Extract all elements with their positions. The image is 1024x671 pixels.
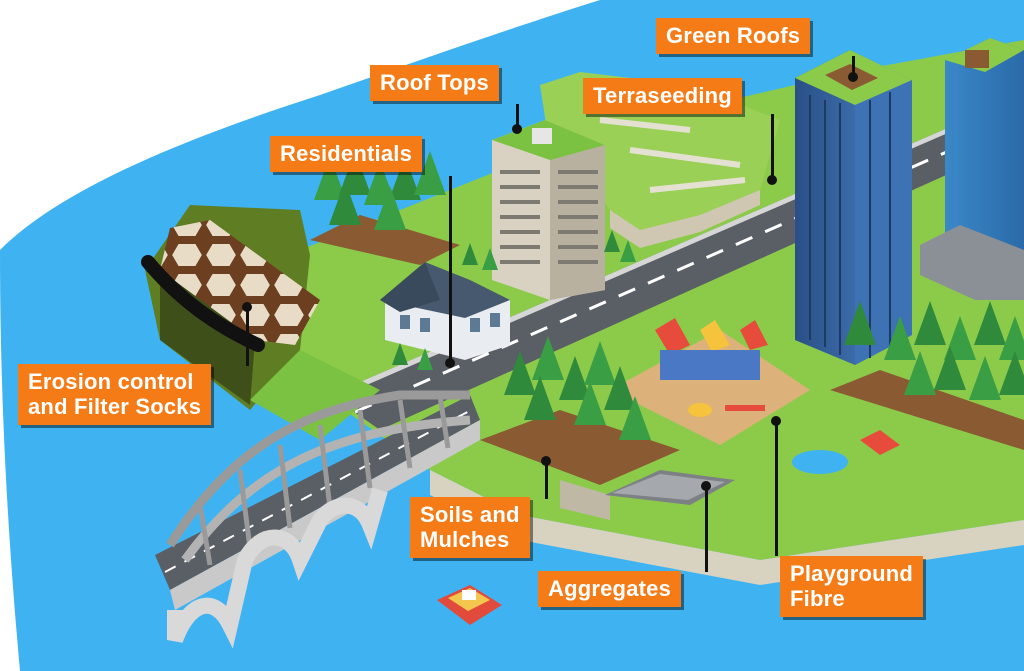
tree	[574, 381, 606, 425]
dot-roof-tops	[512, 124, 522, 134]
tree	[482, 248, 498, 270]
leader-playground-fibre	[775, 420, 778, 556]
leader-soils-mulches	[545, 461, 548, 499]
tree	[532, 336, 564, 380]
tree	[559, 356, 591, 400]
label-terraseeding: Terraseeding	[583, 78, 742, 114]
label-soils-mulches: Soils and Mulches	[410, 497, 530, 558]
tree	[389, 156, 421, 200]
label-roof-tops: Roof Tops	[370, 65, 499, 101]
leader-green-roofs	[852, 56, 855, 78]
trees	[314, 151, 1024, 440]
label-aggregates: Aggregates	[538, 571, 682, 607]
residential-house	[380, 262, 510, 360]
tree	[604, 366, 636, 410]
dot-soils-mulches	[541, 456, 551, 466]
glass-tower-right	[920, 38, 1024, 300]
tree	[339, 151, 371, 195]
dot-terraseeding	[767, 175, 777, 185]
tree	[329, 181, 361, 225]
tree	[414, 151, 446, 195]
tree	[374, 186, 406, 230]
leader-aggregates	[705, 486, 708, 572]
tree	[944, 316, 976, 360]
label-green-roofs: Green Roofs	[656, 18, 811, 54]
tree	[844, 301, 876, 345]
leader-erosion-control	[246, 306, 249, 366]
tree	[884, 316, 916, 360]
tree	[417, 348, 433, 370]
tree	[584, 341, 616, 385]
tree	[462, 243, 478, 265]
tree	[969, 356, 1001, 400]
tree	[934, 346, 966, 390]
playground-area	[610, 318, 900, 474]
leader-residentials	[449, 176, 452, 362]
apartment-roof-top-building	[492, 120, 605, 300]
tree	[999, 316, 1024, 360]
tree	[999, 351, 1024, 395]
aggregates-patch	[605, 470, 735, 505]
label-residentials: Residentials	[270, 136, 423, 172]
leader-roof-tops	[516, 104, 519, 130]
label-erosion-control: Erosion control and Filter Socks	[18, 364, 212, 425]
soil-beds	[310, 215, 1024, 485]
tree	[620, 240, 636, 262]
label-playground-fibre: Playground Fibre	[780, 556, 924, 617]
dot-aggregates	[701, 481, 711, 491]
tree	[619, 396, 651, 440]
tree	[904, 351, 936, 395]
green-roof-tower	[795, 50, 912, 365]
dot-playground-fibre	[771, 416, 781, 426]
tree	[914, 301, 946, 345]
tree	[392, 343, 408, 365]
tree	[314, 156, 346, 200]
tree	[524, 376, 556, 420]
dot-erosion-control	[242, 302, 252, 312]
tree	[604, 230, 620, 252]
erosion-embankment	[141, 205, 380, 440]
dot-residentials	[445, 358, 455, 368]
arched-bridge	[155, 390, 480, 649]
tree	[974, 301, 1006, 345]
dot-green-roofs	[848, 72, 858, 82]
boat	[437, 585, 502, 625]
leader-terraseeding	[771, 114, 774, 178]
tree	[504, 351, 536, 395]
